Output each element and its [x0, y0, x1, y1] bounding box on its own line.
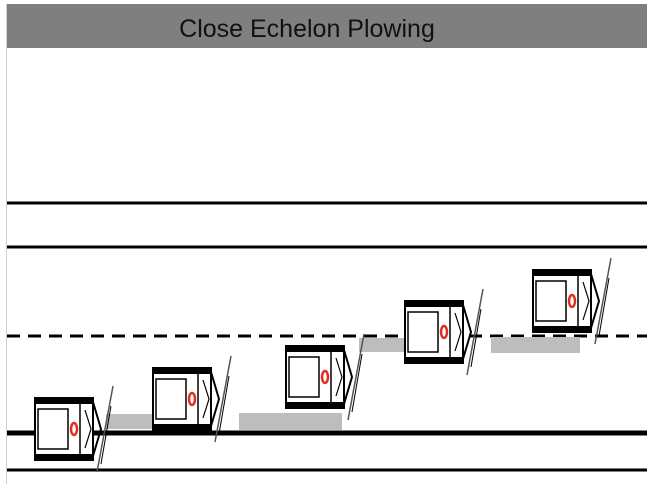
snow-trail-4 [359, 338, 406, 352]
snow-trail-2 [106, 414, 154, 429]
plow-truck-2 [152, 355, 232, 443]
truck-top-bar [533, 270, 591, 276]
snow-trail-5 [491, 337, 580, 353]
truck-grille [202, 379, 210, 419]
plow-truck-3 [285, 333, 365, 421]
truck-nose [462, 304, 473, 360]
beacon-light-icon [567, 293, 577, 309]
plow-blade [466, 288, 484, 376]
truck-nose [590, 273, 601, 329]
plow-blade-mount [100, 405, 112, 465]
truck-cab-window [535, 280, 567, 322]
truck-grille [84, 409, 92, 449]
truck-grille [335, 357, 343, 397]
truck-top-bar [35, 398, 93, 404]
plow-blade [96, 385, 114, 473]
plow-truck-4 [404, 288, 484, 376]
plow-truck-5 [532, 257, 612, 345]
frame-left-border [6, 4, 7, 484]
plow-blade-mount [470, 308, 482, 368]
plow-trucks [34, 257, 612, 473]
diagram-title: Close Echelon Plowing [179, 15, 435, 43]
truck-top-bar [153, 368, 211, 374]
beacon-light-icon [187, 391, 197, 407]
title-bar: Close Echelon Plowing [7, 4, 647, 48]
beacon-light-icon [69, 421, 79, 437]
truck-cab-window [288, 356, 320, 398]
plow-blade-mount [598, 277, 610, 337]
road-lines [7, 201, 647, 472]
snow-trails [106, 337, 580, 430]
truck-cab-window [37, 408, 69, 450]
truck-cab-window [155, 378, 187, 420]
truck-nose [92, 401, 103, 457]
plow-truck-1 [34, 385, 114, 473]
truck-bottom-bar [35, 454, 93, 460]
plow-blade-mount [351, 353, 363, 413]
beacon-light-icon [320, 369, 330, 385]
plow-blade [594, 257, 612, 345]
truck-cab-window [407, 311, 439, 353]
truck-bottom-bar [405, 357, 463, 363]
plow-blade-mount [218, 375, 230, 435]
truck-top-bar [405, 301, 463, 307]
plow-blade [347, 333, 365, 421]
truck-grille [454, 312, 462, 352]
truck-nose [343, 349, 354, 405]
truck-nose [210, 371, 221, 427]
truck-bottom-bar [153, 424, 211, 430]
truck-top-bar [286, 346, 344, 352]
truck-grille [582, 281, 590, 321]
truck-bottom-bar [533, 326, 591, 332]
plow-blade [214, 355, 232, 443]
beacon-light-icon [439, 324, 449, 340]
snow-trail-3 [239, 413, 342, 430]
truck-bottom-bar [286, 402, 344, 408]
